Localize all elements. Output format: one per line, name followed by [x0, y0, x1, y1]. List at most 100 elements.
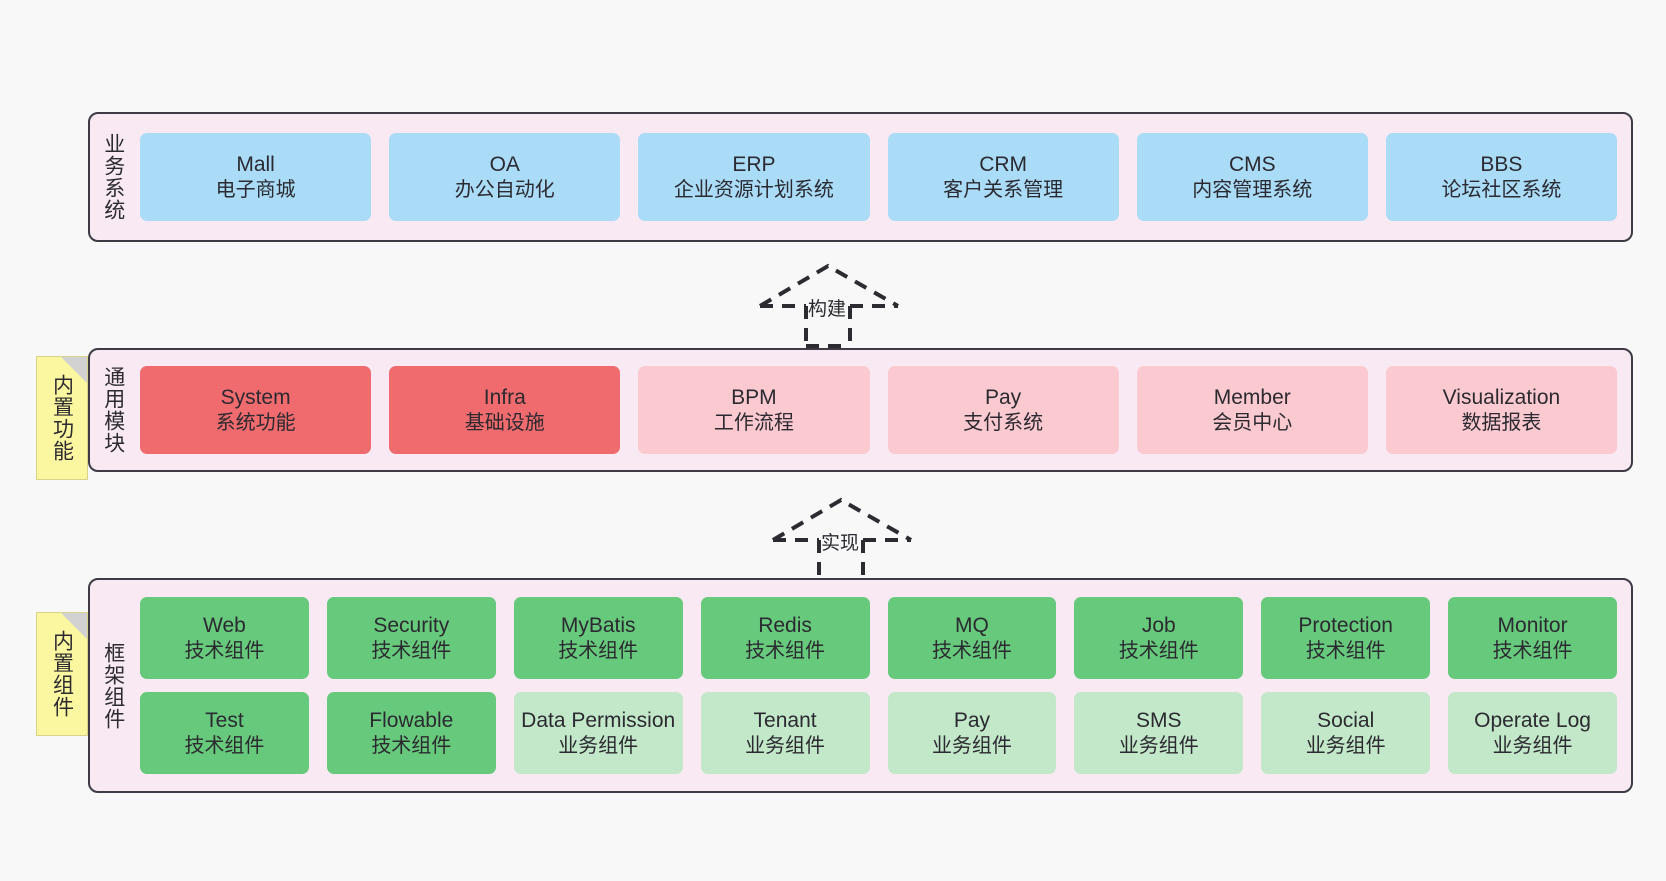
- component-card-title: Member: [1213, 386, 1291, 409]
- component-card-title: Operate Log: [1474, 709, 1591, 732]
- component-card-title: Protection: [1298, 614, 1393, 637]
- component-card-subtitle: 电子商城: [215, 178, 296, 201]
- component-card-title: Security: [373, 614, 450, 637]
- arrow-build-label: 构建: [808, 299, 847, 320]
- component-card-subtitle: 内容管理系统: [1192, 178, 1313, 201]
- component-card-subtitle: 业务组件: [1118, 734, 1199, 757]
- component-card-subtitle: 技术组件: [371, 639, 452, 662]
- component-card-subtitle: 业务组件: [558, 734, 639, 757]
- component-card-title: Mall: [236, 153, 275, 176]
- layer-title-business-systems: 业务系统: [101, 133, 125, 221]
- component-card-title: Flowable: [369, 709, 454, 732]
- layer-title-framework-components: 框架组件: [101, 641, 125, 730]
- arrow-implement-label: 实现: [821, 533, 860, 554]
- component-card-subtitle: 技术组件: [184, 734, 265, 757]
- component-card-subtitle: 业务组件: [931, 734, 1012, 757]
- component-card-title: CRM: [979, 153, 1028, 176]
- tag-label: 内置组件: [50, 630, 74, 718]
- tag-builtin-feature: 内置功能: [36, 356, 88, 480]
- component-card-title: Pay: [953, 709, 991, 732]
- layer-title-common-modules: 通用模块: [101, 366, 125, 454]
- component-card-title: Web: [203, 614, 246, 637]
- component-card-subtitle: 业务组件: [1492, 734, 1573, 757]
- component-card-title: BPM: [731, 386, 777, 409]
- component-card-subtitle: 基础设施: [464, 411, 545, 434]
- fold-corner-icon: [61, 357, 87, 383]
- component-card-subtitle: 技术组件: [1118, 639, 1199, 662]
- component-card-title: MyBatis: [560, 614, 636, 637]
- component-card-subtitle: 技术组件: [1492, 639, 1573, 662]
- component-card-subtitle: 数据报表: [1461, 411, 1542, 434]
- component-card-subtitle: 支付系统: [963, 411, 1044, 434]
- component-card-title: Social: [1317, 709, 1375, 732]
- component-card-subtitle: 工作流程: [713, 411, 794, 434]
- fold-corner-icon: [61, 613, 87, 639]
- component-card-subtitle: 业务组件: [1305, 734, 1386, 757]
- component-card-subtitle: 技术组件: [184, 639, 265, 662]
- component-card-title: Infra: [483, 386, 526, 409]
- component-card-subtitle: 会员中心: [1212, 411, 1293, 434]
- component-card-subtitle: 论坛社区系统: [1441, 178, 1562, 201]
- component-card-subtitle: 技术组件: [745, 639, 826, 662]
- component-card-title: Visualization: [1442, 386, 1561, 409]
- component-card-subtitle: 业务组件: [745, 734, 826, 757]
- component-card-title: MQ: [955, 614, 989, 637]
- component-card-subtitle: 企业资源计划系统: [673, 178, 834, 201]
- component-card-title: System: [220, 386, 291, 409]
- component-card-subtitle: 客户关系管理: [943, 178, 1064, 201]
- component-card-title: Pay: [985, 386, 1022, 409]
- tag-label: 内置功能: [50, 374, 74, 462]
- component-card-title: Tenant: [753, 709, 817, 732]
- arrow-build: 构建: [750, 258, 910, 348]
- tag-builtin-component: 内置组件: [36, 612, 88, 736]
- component-card-title: CMS: [1228, 153, 1276, 176]
- component-card-subtitle: 办公自动化: [454, 178, 555, 201]
- component-card-title: Data Permission: [521, 709, 676, 732]
- component-card-subtitle: 技术组件: [558, 639, 639, 662]
- component-card-title: Job: [1141, 614, 1176, 637]
- component-card-title: SMS: [1136, 709, 1182, 732]
- component-card-title: Monitor: [1497, 614, 1568, 637]
- component-card-title: Redis: [758, 614, 812, 637]
- component-card-subtitle: 系统功能: [215, 411, 296, 434]
- component-card-title: Test: [205, 709, 244, 732]
